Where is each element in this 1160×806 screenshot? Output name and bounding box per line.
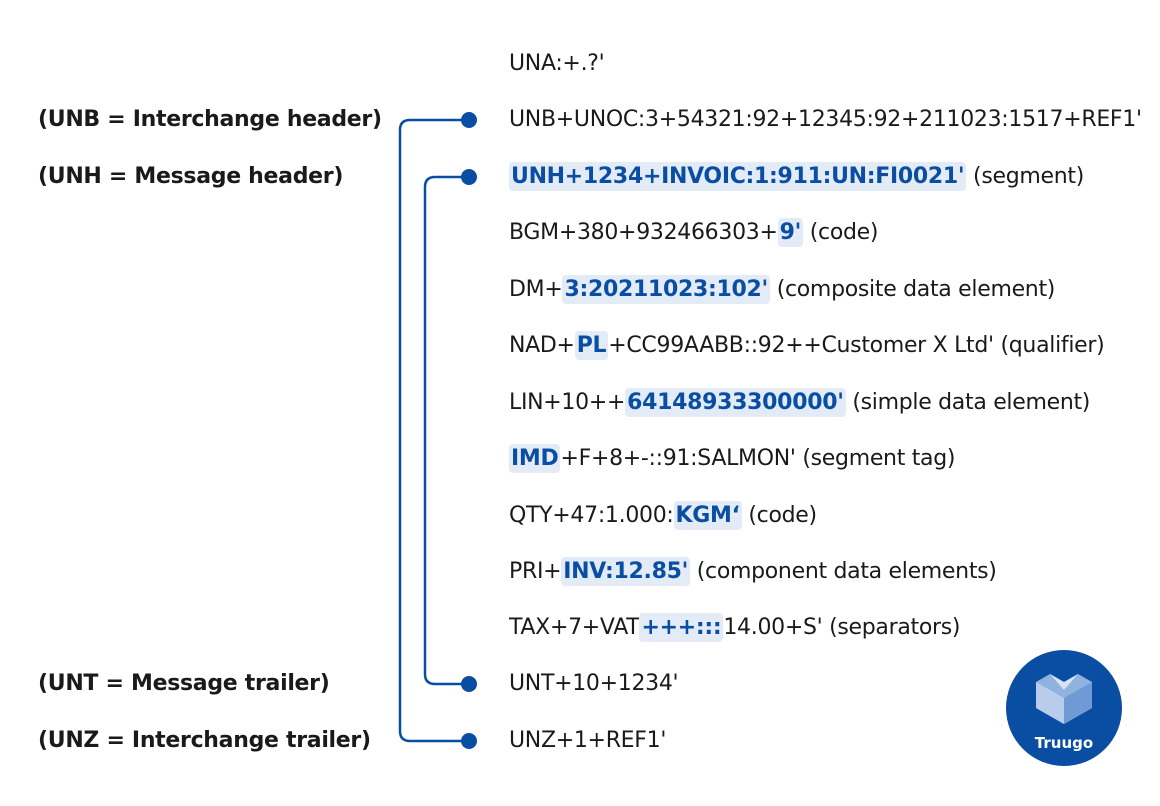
bgm-prefix: BGM+380+932466303+ (509, 220, 778, 245)
imd-suffix: +F+8+-::91:SALMON' (segment tag) (560, 446, 956, 471)
pri-prefix: PRI+ (509, 559, 562, 584)
tax-suffix: 14.00+S' (separators) (723, 615, 961, 640)
tax-highlight: +++::: (639, 613, 724, 642)
lin-note: (simple data element) (845, 390, 1091, 415)
unz-dot (461, 733, 477, 749)
nad-prefix: NAD+ (509, 333, 575, 358)
segment-unb: UNB+UNOC:3+54321:92+12345:92+211023:1517… (509, 105, 1142, 135)
dm-prefix: DM+ (509, 277, 563, 302)
una-text: UNA:+.?' (509, 51, 605, 76)
segment-bgm: BGM+380+932466303+9' (code) (509, 218, 878, 248)
logo-mark-icon (1036, 674, 1092, 724)
unt-dot (461, 676, 477, 692)
unb-dot (461, 112, 477, 128)
unh-dot (461, 169, 477, 185)
pri-highlight: INV:12.85' (561, 557, 691, 586)
dm-note: (composite data element) (770, 277, 1056, 302)
tax-prefix: TAX+7+VAT (509, 615, 640, 640)
lin-highlight: 64148933300000' (625, 388, 846, 417)
segment-qty: QTY+47:1.000:KGM‘ (code) (509, 501, 817, 531)
segment-pri: PRI+INV:12.85' (component data elements) (509, 557, 997, 587)
qty-prefix: QTY+47:1.000: (509, 503, 674, 528)
unz-text: UNZ+1+REF1' (509, 728, 667, 753)
qty-note: (code) (741, 503, 817, 528)
segment-unh: UNH+1234+INVOIC:1:911:UN:FI0021' (segmen… (509, 162, 1084, 192)
nad-suffix: +CC99AABB::92++Customer X Ltd' (qualifie… (608, 333, 1105, 358)
segment-tax: TAX+7+VAT+++:::14.00+S' (separators) (509, 613, 961, 643)
segment-nad: NAD+PL+CC99AABB::92++Customer X Ltd' (qu… (509, 331, 1105, 361)
segment-imd: IMD+F+8+-::91:SALMON' (segment tag) (509, 444, 955, 474)
qty-highlight: KGM‘ (673, 501, 742, 530)
bgm-highlight: 9' (777, 218, 804, 247)
unt-text: UNT+10+1234' (509, 671, 679, 696)
segment-unz: UNZ+1+REF1' (509, 726, 666, 756)
segment-lin: LIN+10++64148933300000' (simple data ele… (509, 388, 1090, 418)
imd-highlight: IMD (509, 444, 561, 473)
segment-unt: UNT+10+1234' (509, 669, 679, 699)
label-message-header: (UNH = Message header) (38, 164, 344, 189)
nad-highlight: PL (574, 331, 609, 360)
lin-prefix: LIN+10++ (509, 390, 626, 415)
label-interchange-trailer: (UNZ = Interchange trailer) (38, 728, 371, 753)
dm-highlight: 3:20211023:102' (562, 275, 770, 304)
unb-text: UNB+UNOC:3+54321:92+12345:92+211023:1517… (509, 107, 1142, 132)
segment-dm: DM+3:20211023:102' (composite data eleme… (509, 275, 1055, 305)
logo-text: Truugo (1034, 734, 1094, 752)
segment-una: UNA:+.?' (509, 49, 605, 79)
unh-highlight: UNH+1234+INVOIC:1:911:UN:FI0021' (509, 162, 967, 191)
bgm-note: (code) (803, 220, 879, 245)
interchange-bracket (398, 118, 469, 743)
unh-note: (segment) (966, 164, 1085, 189)
label-message-trailer: (UNT = Message trailer) (38, 671, 330, 696)
truugo-logo: Truugo (1006, 650, 1122, 766)
message-bracket (423, 175, 469, 686)
pri-note: (component data elements) (690, 559, 997, 584)
label-interchange-header: (UNB = Interchange header) (38, 107, 382, 132)
